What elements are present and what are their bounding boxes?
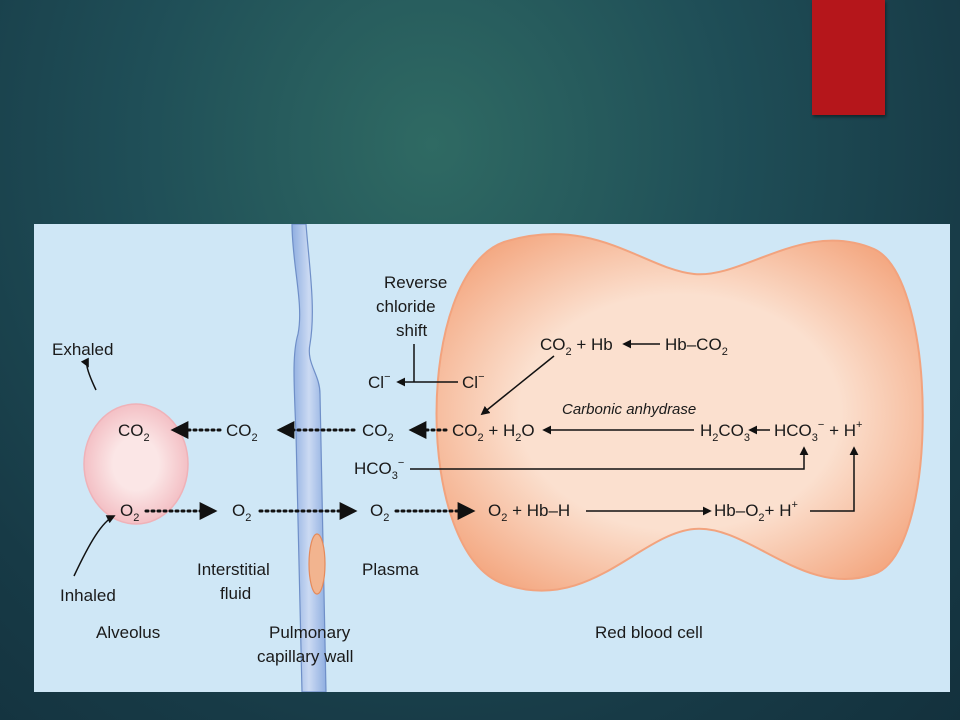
alveolus-co2: CO2: [118, 421, 150, 444]
red-accent-block: [812, 0, 885, 115]
reverse-label-1: Reverse: [384, 273, 447, 292]
reverse-label-3: shift: [396, 321, 427, 340]
cell-cl: Cl−: [462, 371, 485, 392]
interstitial-label-1: Interstitial: [197, 560, 270, 579]
diagram-svg: Exhaled Inhaled Alveolus Interstitial fl…: [52, 223, 924, 693]
reverse-label-2: chloride: [376, 297, 436, 316]
plasma-hco3: HCO3−: [354, 457, 404, 482]
alveolus-o2: O2: [120, 501, 139, 524]
exhaled-arrow: [80, 357, 97, 391]
cell-hco3-h: HCO3− + H+: [774, 419, 862, 444]
capillary-cell-shape: [308, 533, 326, 595]
co2-plus-hb: CO2 + Hb: [540, 335, 613, 358]
bicarbonate-entry-arrow: [410, 446, 809, 470]
inhaled-arrow: [73, 515, 116, 577]
pulmonary-label-2: capillary wall: [257, 647, 353, 666]
co2-to-water-arrow: [480, 355, 555, 416]
plasma-cl: Cl−: [368, 371, 391, 392]
pulmonary-label-1: Pulmonary: [269, 623, 351, 642]
proton-release-arrow: [810, 446, 859, 512]
cell-o2-hb-h: O2 + Hb–H: [488, 501, 570, 524]
plasma-co2: CO2: [362, 421, 394, 444]
h2co3: H2CO3: [700, 421, 750, 444]
red-blood-cell-shape: [435, 233, 924, 592]
plasma-o2: O2: [370, 501, 389, 524]
alveolus-label: Alveolus: [96, 623, 160, 642]
interstitial-o2: O2: [232, 501, 251, 524]
cell-co2-h2o: CO2 + H2O: [452, 421, 535, 444]
gas-exchange-diagram: Exhaled Inhaled Alveolus Interstitial fl…: [34, 223, 950, 693]
hb-co2: Hb–CO2: [665, 335, 728, 358]
capillary-wall-shape: [291, 223, 327, 693]
red-blood-cell-label: Red blood cell: [595, 623, 703, 642]
interstitial-label-2: fluid: [220, 584, 251, 603]
carbonic-anhydrase-label: Carbonic anhydrase: [562, 401, 696, 418]
exhaled-label: Exhaled: [52, 340, 113, 359]
hb-o2-plus-h: Hb–O2+ H+: [714, 499, 798, 524]
alveolus-shape: [83, 403, 189, 525]
plasma-label: Plasma: [362, 560, 419, 579]
interstitial-co2: CO2: [226, 421, 258, 444]
inhaled-label: Inhaled: [60, 586, 116, 605]
